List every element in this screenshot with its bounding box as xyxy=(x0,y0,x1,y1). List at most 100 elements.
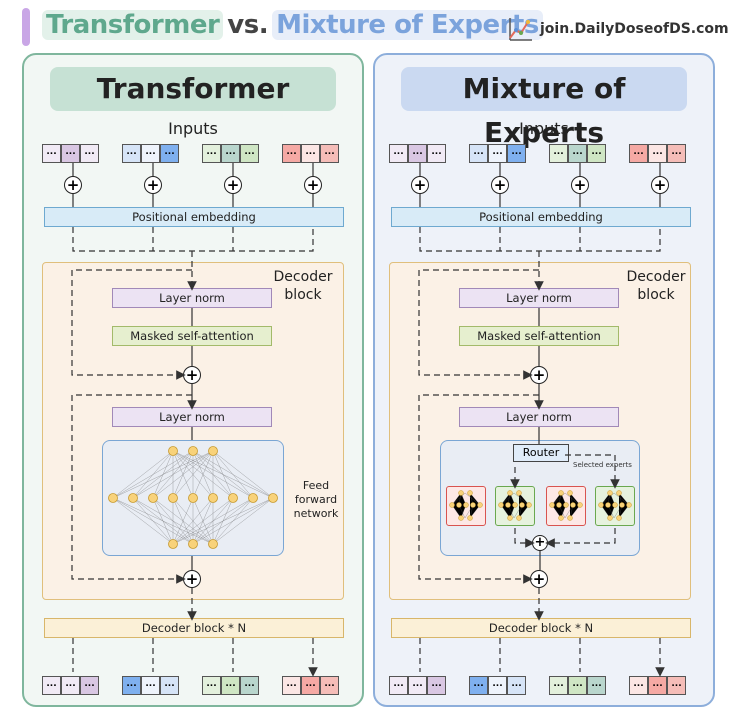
residual-add-icon: + xyxy=(530,366,548,384)
positional-embedding: Positional embedding xyxy=(44,207,344,227)
moe-title: Mixture of Experts xyxy=(401,67,687,149)
add-icon: + xyxy=(64,176,82,194)
token: ... xyxy=(42,676,61,695)
token: ... xyxy=(629,144,648,163)
title-vs: vs. xyxy=(227,10,269,40)
token: ... xyxy=(408,676,427,695)
feed-forward-network xyxy=(102,440,284,556)
expert-3 xyxy=(546,486,586,526)
expert-1 xyxy=(446,486,486,526)
token: ... xyxy=(469,676,488,695)
decoder-block-n: Decoder block * N xyxy=(391,618,691,638)
token: ... xyxy=(667,676,686,695)
input-token-group-3: ......... xyxy=(549,144,606,163)
token: ... xyxy=(42,144,61,163)
token: ... xyxy=(427,144,446,163)
expert-2 xyxy=(495,486,535,526)
neural-network-icon xyxy=(108,446,278,549)
token: ... xyxy=(202,144,221,163)
router: Router xyxy=(513,444,569,462)
token: ... xyxy=(282,676,301,695)
token: ... xyxy=(240,676,259,695)
add-icon: + xyxy=(411,176,429,194)
residual-add-icon: + xyxy=(183,366,201,384)
token: ... xyxy=(549,144,568,163)
output-token-group-2: ......... xyxy=(122,676,179,695)
token: ... xyxy=(648,676,667,695)
token: ... xyxy=(122,676,141,695)
output-token-group-1: ......... xyxy=(389,676,446,695)
brand: join.DailyDoseofDS.com xyxy=(506,14,729,44)
token: ... xyxy=(389,144,408,163)
token: ... xyxy=(61,144,80,163)
add-icon: + xyxy=(304,176,322,194)
expert-network-icon xyxy=(449,490,483,521)
add-icon: + xyxy=(651,176,669,194)
token: ... xyxy=(549,676,568,695)
inputs-label: Inputs xyxy=(168,119,218,138)
brand-url[interactable]: join.DailyDoseofDS.com xyxy=(540,21,729,37)
token: ... xyxy=(507,676,526,695)
input-token-group-1: ......... xyxy=(42,144,99,163)
transformer-title: Transformer xyxy=(50,67,336,111)
residual-add-icon: + xyxy=(530,570,548,588)
token: ... xyxy=(202,676,221,695)
inputs-label: Inputs xyxy=(519,119,569,138)
add-icon: + xyxy=(491,176,509,194)
token: ... xyxy=(389,676,408,695)
output-token-group-4: ......... xyxy=(282,676,339,695)
token: ... xyxy=(141,144,160,163)
add-icon: + xyxy=(144,176,162,194)
token: ... xyxy=(587,676,606,695)
input-token-group-2: ......... xyxy=(469,144,526,163)
layer-norm-1: Layer norm xyxy=(112,288,272,308)
output-token-group-3: ......... xyxy=(549,676,606,695)
token: ... xyxy=(320,676,339,695)
token: ... xyxy=(568,676,587,695)
input-token-group-1: ......... xyxy=(389,144,446,163)
decoder-block-n: Decoder block * N xyxy=(44,618,344,638)
token: ... xyxy=(141,676,160,695)
token: ... xyxy=(80,144,99,163)
token: ... xyxy=(488,676,507,695)
ffn-label: Feed forward network xyxy=(293,479,339,520)
token: ... xyxy=(320,144,339,163)
token: ... xyxy=(587,144,606,163)
input-token-group-4: ......... xyxy=(629,144,686,163)
title-moe: Mixture of Experts xyxy=(272,10,543,40)
transformer-panel: Transformer Inputs ......... ......... .… xyxy=(22,53,364,707)
brand-logo-icon xyxy=(509,18,532,41)
token: ... xyxy=(568,144,587,163)
expert-4 xyxy=(595,486,635,526)
token: ... xyxy=(667,144,686,163)
token: ... xyxy=(507,144,526,163)
token: ... xyxy=(80,676,99,695)
input-token-group-2: ......... xyxy=(122,144,179,163)
token: ... xyxy=(221,676,240,695)
output-token-group-2: ......... xyxy=(469,676,526,695)
token: ... xyxy=(240,144,259,163)
token: ... xyxy=(221,144,240,163)
token: ... xyxy=(469,144,488,163)
add-icon: + xyxy=(224,176,242,194)
token: ... xyxy=(488,144,507,163)
token: ... xyxy=(160,676,179,695)
masked-self-attention: Masked self-attention xyxy=(459,326,619,346)
token: ... xyxy=(122,144,141,163)
input-token-group-4: ......... xyxy=(282,144,339,163)
decoder-block-label: Decoder block xyxy=(273,269,333,303)
token: ... xyxy=(648,144,667,163)
token: ... xyxy=(301,144,320,163)
layer-norm-2: Layer norm xyxy=(459,407,619,427)
expert-combine-icon: + xyxy=(532,535,548,551)
token: ... xyxy=(408,144,427,163)
token: ... xyxy=(282,144,301,163)
selected-experts-label: Selected experts xyxy=(573,461,632,469)
residual-add-icon: + xyxy=(183,570,201,588)
output-token-group-4: ......... xyxy=(629,676,686,695)
token: ... xyxy=(301,676,320,695)
expert-network-icon xyxy=(549,490,583,521)
add-icon: + xyxy=(571,176,589,194)
positional-embedding: Positional embedding xyxy=(391,207,691,227)
